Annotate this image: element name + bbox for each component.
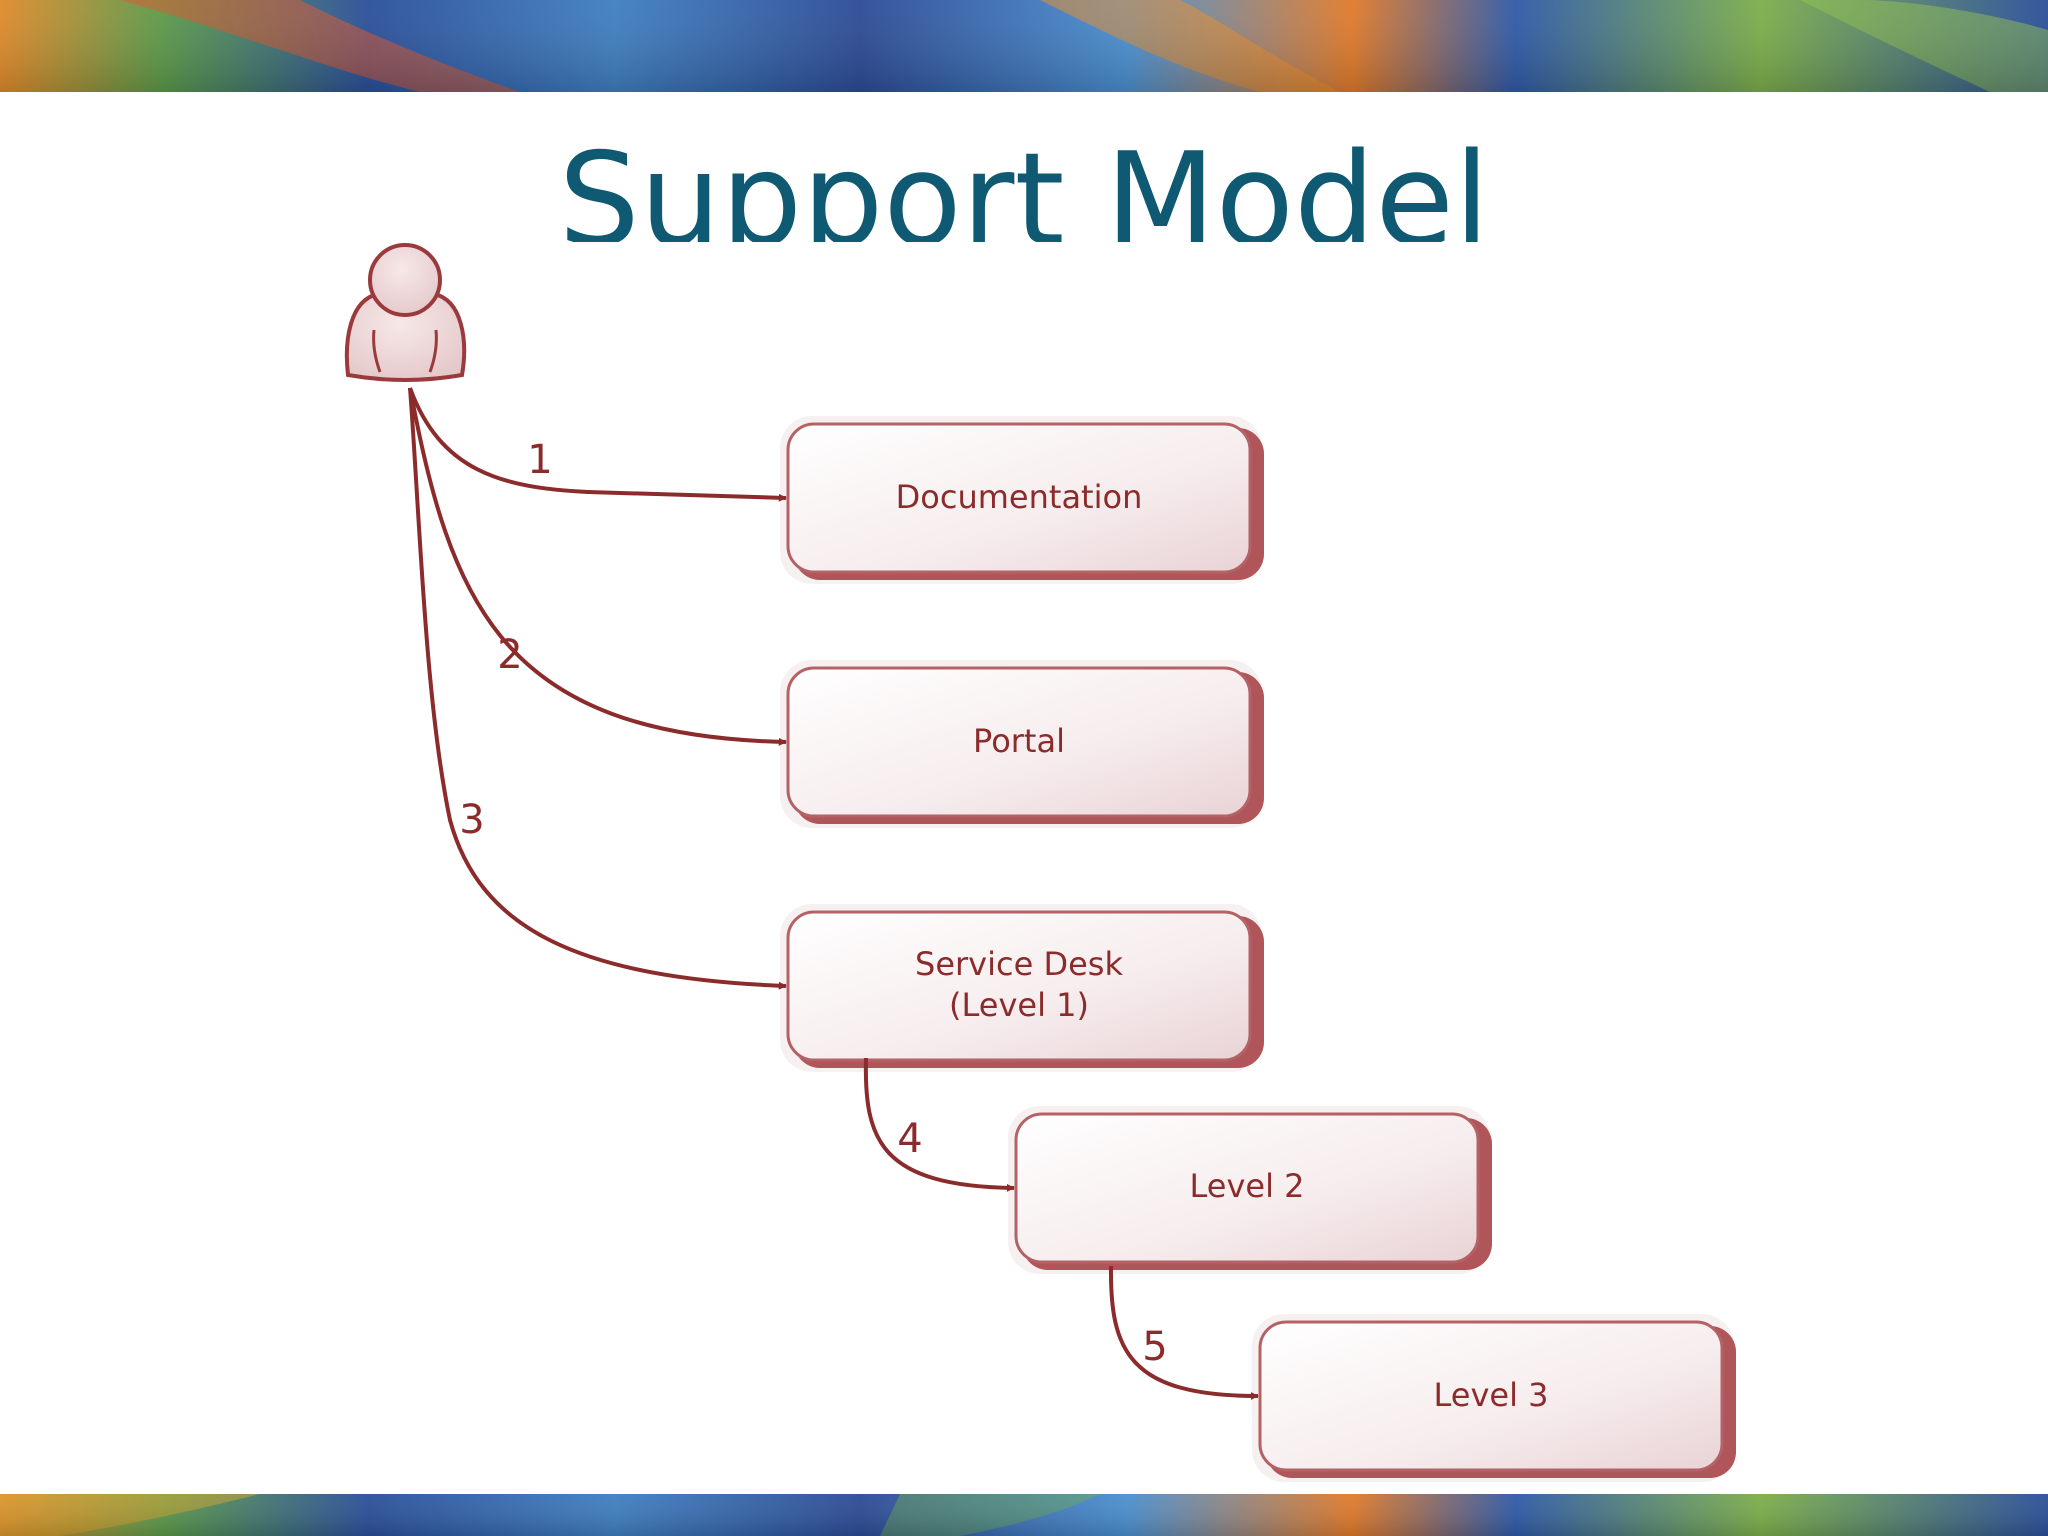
arrow-5 <box>1108 1265 1259 1400</box>
documentation-box: Documentation <box>780 416 1264 584</box>
documentation-label: Documentation <box>896 478 1143 516</box>
level-3-box: Level 3 <box>1252 1314 1736 1482</box>
service-desk-label-line2: (Level 1) <box>949 986 1089 1024</box>
arrow-2 <box>408 387 787 746</box>
portal-box: Portal <box>780 660 1264 828</box>
step-5-label: 5 <box>1142 1324 1167 1370</box>
user-icon <box>344 243 467 382</box>
service-desk-box: Service Desk (Level 1) <box>780 904 1264 1072</box>
step-4-label: 4 <box>897 1116 922 1162</box>
slide-title: Support Model <box>558 126 1490 242</box>
level-2-label: Level 2 <box>1190 1167 1305 1205</box>
arrow-1 <box>408 387 787 502</box>
step-2-label: 2 <box>497 632 522 678</box>
arrow-4 <box>863 1057 1015 1192</box>
bottom-decorative-band <box>0 1494 2048 1536</box>
portal-label: Portal <box>973 722 1065 760</box>
step-3-label: 3 <box>459 797 484 843</box>
arrow-3 <box>408 387 787 990</box>
top-decorative-band <box>0 0 2048 92</box>
step-1-label: 1 <box>527 437 552 483</box>
level-2-box: Level 2 <box>1008 1106 1492 1274</box>
level-3-label: Level 3 <box>1434 1376 1549 1414</box>
service-desk-label-line1: Service Desk <box>915 945 1123 983</box>
